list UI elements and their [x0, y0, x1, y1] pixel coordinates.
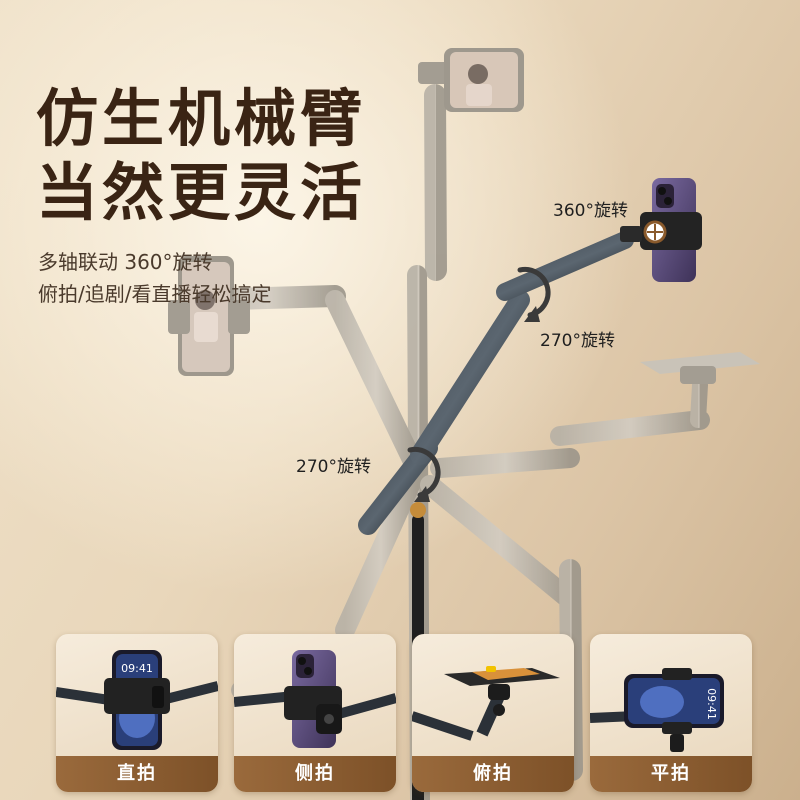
mode-card-side[interactable]: 侧拍 — [234, 634, 396, 792]
mode-label: 直拍 — [56, 756, 218, 792]
collar-ring — [410, 502, 426, 518]
mode-card-overhead[interactable]: 俯拍 — [412, 634, 574, 792]
rotation-arrows — [407, 266, 551, 498]
headline-line-2: 当然更灵活 — [36, 156, 367, 229]
mode-card-landscape[interactable]: 09:41 平拍 — [590, 634, 752, 792]
landscape-mode-icon: 09:41 — [590, 668, 724, 752]
mode-label: 平拍 — [590, 756, 752, 792]
mode-label: 俯拍 — [412, 756, 574, 792]
ghost-left-phone — [168, 256, 250, 376]
subtitle-line-1: 多轴联动 360°旋转 — [38, 250, 213, 274]
mode-label: 侧拍 — [234, 756, 396, 792]
phone-clock: 09:41 — [121, 662, 153, 675]
callout-270-rotation-upper: 270°旋转 — [540, 331, 615, 351]
phone-clock: 09:41 — [705, 688, 718, 720]
callout-360-rotation: 360°旋转 — [553, 201, 628, 221]
callout-270-rotation-lower: 270°旋转 — [296, 457, 371, 477]
shooting-modes: 09:41 直拍 侧拍 — [0, 634, 800, 800]
rotation-arrow-heads — [414, 306, 540, 502]
side-mode-icon — [234, 650, 396, 748]
overhead-mode-icon — [412, 666, 560, 741]
subtitle-line-2: 俯拍/追剧/看直播轻松搞定 — [38, 282, 272, 306]
headline-line-1: 仿生机械臂 — [36, 82, 367, 155]
mode-card-portrait[interactable]: 09:41 直拍 — [56, 634, 218, 792]
ghost-top-phone — [418, 48, 524, 112]
ghost-overhead-plate — [640, 352, 760, 384]
rotate-360-icon — [643, 220, 667, 244]
portrait-mode-icon: 09:41 — [56, 650, 218, 750]
